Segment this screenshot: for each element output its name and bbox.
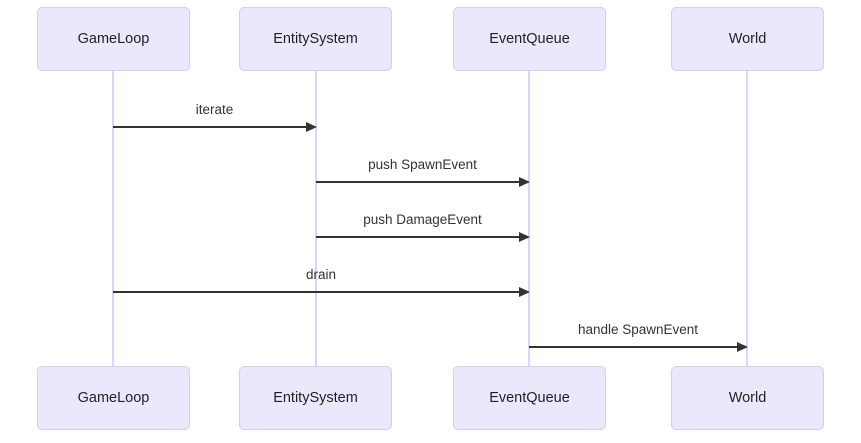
participant-box-world-top[interactable]: World xyxy=(671,7,824,71)
message-line xyxy=(316,236,520,238)
participant-box-gameloop-bottom[interactable]: GameLoop xyxy=(37,366,190,430)
participant-box-eventqueue-bottom[interactable]: EventQueue xyxy=(453,366,606,430)
participant-label: GameLoop xyxy=(77,389,150,406)
lifeline-entitysystem xyxy=(315,71,317,366)
participant-box-gameloop-top[interactable]: GameLoop xyxy=(37,7,190,71)
participant-label: World xyxy=(728,389,767,406)
message-line xyxy=(529,346,738,348)
message-label: drain xyxy=(305,266,337,282)
message-line xyxy=(113,291,520,293)
lifeline-gameloop xyxy=(112,71,114,366)
message-line xyxy=(316,181,520,183)
arrowhead-icon xyxy=(519,177,530,187)
message-label: push DamageEvent xyxy=(363,211,482,227)
lifeline-eventqueue xyxy=(528,71,530,366)
participant-box-eventqueue-top[interactable]: EventQueue xyxy=(453,7,606,71)
arrowhead-icon xyxy=(519,287,530,297)
participant-box-entitysystem-bottom[interactable]: EntitySystem xyxy=(239,366,392,430)
arrowhead-icon xyxy=(737,342,748,352)
participant-box-world-bottom[interactable]: World xyxy=(671,366,824,430)
participant-label: World xyxy=(728,30,767,47)
arrowhead-icon xyxy=(306,122,317,132)
message-label: iterate xyxy=(195,101,234,117)
message-label: push SpawnEvent xyxy=(368,156,477,172)
message-line xyxy=(113,126,307,128)
participant-label: EventQueue xyxy=(489,30,570,47)
participant-box-entitysystem-top[interactable]: EntitySystem xyxy=(239,7,392,71)
participant-label: EntitySystem xyxy=(273,30,358,47)
arrowhead-icon xyxy=(519,232,530,242)
participant-label: GameLoop xyxy=(77,30,150,47)
participant-label: EntitySystem xyxy=(273,389,358,406)
message-label: handle SpawnEvent xyxy=(577,321,699,337)
lifeline-world xyxy=(746,71,748,366)
participant-label: EventQueue xyxy=(489,389,570,406)
